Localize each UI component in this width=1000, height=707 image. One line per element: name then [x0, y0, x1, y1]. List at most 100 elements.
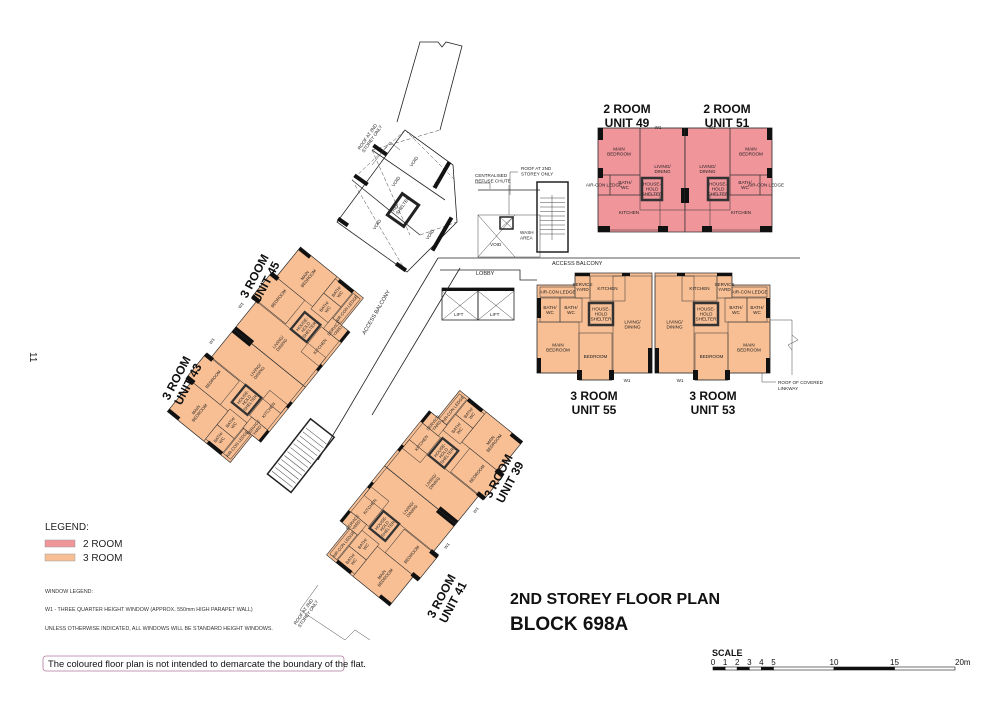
room-label-line: WC [741, 185, 749, 190]
unit-41[interactable]: AIR-CON LEDGESERVICEYARDKITCHENBATH/WCBA… [318, 465, 463, 612]
room-label-line: HOUSE- [643, 182, 661, 187]
room-label-line: LIVING/ [699, 164, 716, 169]
scale-tick-label: 5 [771, 658, 776, 667]
room-label: BEDROOM [584, 354, 608, 359]
room-household-shelter [706, 176, 730, 202]
scale-label: SCALE [712, 648, 743, 658]
room-label-line: BEDROOM [584, 354, 608, 359]
wall [575, 273, 590, 276]
void-label: VOID [490, 242, 502, 247]
wall [685, 128, 688, 136]
room-label: LIVING/DINING [624, 320, 641, 330]
room-kitchen [300, 326, 340, 367]
room-label-line: WC [323, 305, 331, 314]
room-label-line: BATH/ [618, 180, 632, 185]
staircase [536, 181, 569, 253]
room-label: KITCHEN [731, 210, 751, 215]
window-w1-label: W1 [624, 378, 631, 383]
wall [335, 559, 353, 575]
room-label-line: BEDROOM [737, 348, 761, 353]
wall [167, 408, 181, 421]
room-label-line: DINING [699, 169, 716, 174]
scale-tick-label: 0 [711, 658, 716, 667]
scale-segment [833, 666, 895, 671]
room-label: KITCHEN [619, 210, 639, 215]
room-label: BEDROOM [700, 354, 724, 359]
room-label-line: WC [230, 421, 238, 430]
room-living-dining [684, 127, 731, 211]
room-label: BATH/WC [738, 180, 752, 190]
scale-tick-label: 3 [747, 658, 752, 667]
wall [681, 188, 685, 203]
roof-note: STOREY ONLY [521, 172, 553, 177]
room-label-line: YARD [351, 519, 362, 531]
room-label: BATH/WC [729, 305, 743, 315]
room-label-line: AIR-CON LEDGE [748, 183, 784, 188]
room-living-dining [654, 275, 695, 374]
room-label-line: MAIN [191, 404, 202, 415]
wall [760, 226, 772, 232]
lift-label: LIFT [490, 312, 500, 317]
scale-tick-label: 4 [759, 658, 764, 667]
room-label-line: HOUSE- [697, 307, 715, 312]
room-label-line: HOUSE- [592, 307, 610, 312]
scale-tick-label: 15 [890, 658, 899, 667]
page-number: 11 [27, 352, 38, 363]
room-label-line: LIVING/ [666, 320, 683, 325]
wall [435, 509, 457, 527]
room-label-line: WC [567, 310, 575, 315]
wash-area-label: WASH [520, 230, 534, 235]
svg-text:2 ROOMUNIT 51: 2 ROOMUNIT 51 [703, 102, 750, 130]
wall [420, 410, 432, 424]
room-label-line: WC [336, 290, 344, 299]
room-label-line: YARD [431, 420, 442, 432]
room-label: KITCHEN [689, 286, 709, 291]
room-label-line: HOLD [646, 187, 659, 192]
room-label-line: BEDROOM [700, 354, 724, 359]
room-label-line: AIR-CON LEDGE [586, 183, 622, 188]
legend-swatch-2-room [44, 539, 76, 548]
room-label-line: MAIN [743, 343, 754, 348]
unit-45[interactable]: AIR-CON LEDGESERVICEYARDKITCHENBATH/WCBA… [224, 239, 372, 388]
unit-43[interactable]: AIR-CON LEDGESERVICEYARDKITCHENBATH/WCBA… [158, 322, 306, 470]
linkway-label: LINKWAY [778, 386, 798, 391]
room-kitchen [402, 422, 441, 464]
refuse-shelter-label: REF. [391, 202, 401, 213]
room-label-line: YARD [332, 325, 343, 337]
room-label-line: SHELTER [591, 317, 613, 322]
wall [509, 432, 523, 445]
room-label-line: SHELTER [642, 192, 664, 197]
roof-note: ROOF AT 2ND [521, 166, 552, 171]
wall [250, 294, 261, 304]
room-label-line: YARD [718, 287, 731, 292]
wall [685, 188, 689, 203]
wall [475, 491, 486, 501]
wall [717, 273, 732, 276]
unit-51-name: UNIT 51 [705, 116, 750, 130]
void-label: VOID [425, 228, 436, 241]
room-label-line: WC [218, 436, 226, 445]
svg-text:ROOF AT 2NDSTOREY ONLY: ROOF AT 2NDSTOREY ONLY [521, 166, 553, 177]
room-label-line: YARD [576, 287, 589, 292]
unit-55-name: UNIT 55 [572, 403, 617, 417]
room-label: BATH/WC [618, 180, 632, 190]
scale-segment [761, 666, 774, 671]
svg-text:ROOF AT 2NDSTOREY ONLY: ROOF AT 2NDSTOREY ONLY [293, 596, 320, 628]
room-label-line: HOLD [595, 312, 608, 317]
room-label: BATH/WC [564, 305, 578, 315]
wall [316, 364, 323, 372]
room-label-line: KITCHEN [689, 286, 709, 291]
void-label: VOID [432, 176, 443, 189]
refuse-chute-label: CENTRALISED [475, 173, 508, 178]
